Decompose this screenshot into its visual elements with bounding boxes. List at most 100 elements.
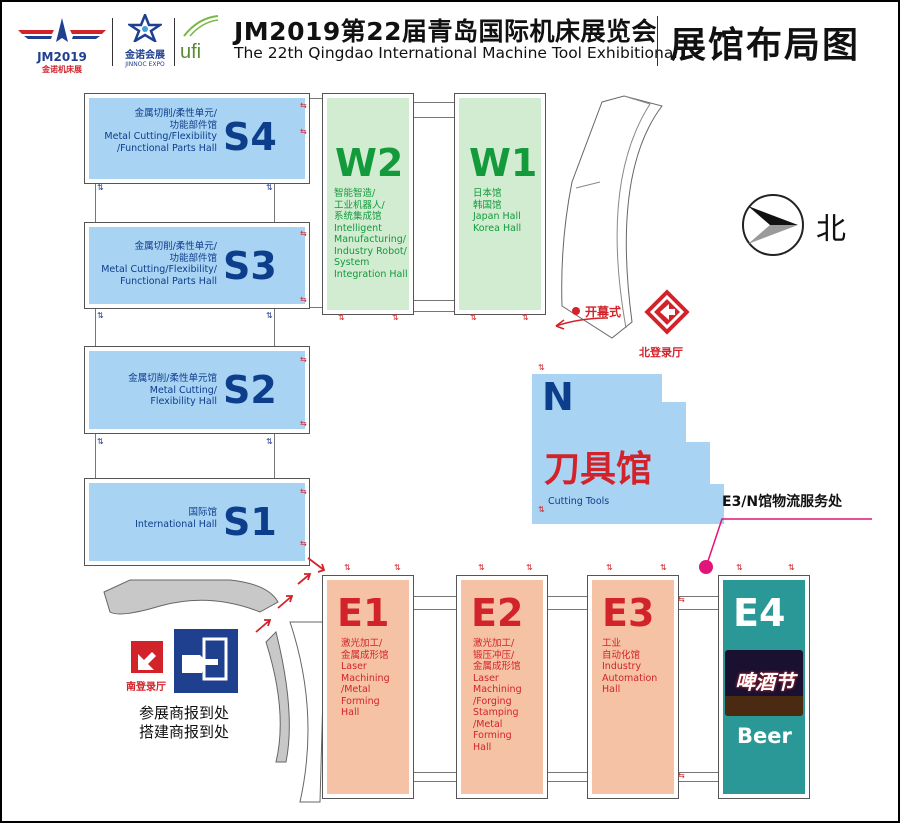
- door-marker-icon: ⇅: [97, 437, 104, 446]
- banner-crowd: [725, 696, 803, 716]
- hall-e1-desc-line: Forming: [341, 695, 380, 707]
- hall-w2-desc-line: 智能智造/: [334, 188, 376, 199]
- hall-e1-area: [327, 580, 409, 794]
- opening-arrow-icon: [555, 317, 609, 330]
- checkin-label: 参展商报到处 搭建商报到处: [139, 704, 229, 742]
- jm-wing-icon: [18, 18, 106, 42]
- hall-e2-desc-line: 激光加工/: [473, 638, 515, 649]
- door-marker-icon: ⇅: [522, 313, 529, 322]
- hall-e2-desc: 激光加工/ 锻压冲压/ 金属成形馆 Laser Machining /Forgi…: [473, 638, 522, 753]
- hall-w2-desc-line: Industry Robot/: [334, 245, 407, 257]
- door-marker-icon: ⇅: [736, 563, 743, 572]
- hall-e2-desc-line: 金属成形馆: [473, 661, 521, 672]
- hall-s3-desc-line: 功能部件馆: [169, 252, 217, 264]
- jm-logo-text: JM2019: [37, 50, 87, 64]
- corridor: [675, 596, 719, 610]
- door-marker-icon: ⇅: [97, 183, 104, 192]
- hall-s4-area: [89, 98, 305, 179]
- hall-s2-desc-line: Flexibility Hall: [150, 396, 217, 407]
- door-marker-icon: ⇆: [300, 229, 307, 238]
- hall-e2-desc-line: /Metal: [473, 718, 503, 730]
- ufi-logo: ufi: [180, 14, 224, 70]
- hall-s1-area: [89, 483, 305, 561]
- hall-n[interactable]: N 刀具馆 Cutting Tools: [528, 370, 728, 528]
- hall-e1-desc-line: Hall: [341, 707, 360, 718]
- curved-building-north: [561, 95, 663, 339]
- hall-e1[interactable]: E1 激光加工/ 金属成形馆 Laser Machining /Metal Fo…: [322, 575, 414, 799]
- hall-e2-desc-line: Forming: [473, 730, 512, 741]
- hall-s4[interactable]: 金属切削/柔性单元/ 功能部件馆 Metal Cutting/Flexibili…: [84, 93, 310, 184]
- north-lobby-entrance-icon: [644, 289, 690, 335]
- beer-festival-banner: 啤酒节: [725, 650, 803, 716]
- door-marker-icon: ⇅: [266, 437, 273, 446]
- hall-e2-desc-line: Machining: [473, 684, 522, 695]
- jm-logo-subtext: 金诺机床展: [42, 65, 82, 74]
- hall-s1-desc-line: 国际馆: [188, 507, 217, 518]
- hall-s2[interactable]: 金属切削/柔性单元馆 Metal Cutting/ Flexibility Ha…: [84, 346, 310, 434]
- door-marker-icon: ⇅: [266, 311, 273, 320]
- door-marker-icon: ⇅: [344, 563, 351, 572]
- hall-w2-desc-line: 工业机器人/: [334, 199, 385, 211]
- corridor: [675, 772, 719, 782]
- hall-s1-code: S1: [223, 500, 277, 544]
- corridor: [543, 596, 587, 610]
- south-lobby-label: 南登录厅: [126, 682, 166, 693]
- door-marker-icon: ⇆: [678, 595, 685, 604]
- hall-e2-desc-line: /Forging: [473, 695, 512, 707]
- door-marker-icon: ⇆: [300, 101, 307, 110]
- hall-w1-area: [459, 98, 541, 310]
- exhibition-title-cn: JM2019第22届青岛国际机床展览会: [234, 17, 658, 46]
- hall-e4[interactable]: E4 啤酒节 Beer: [718, 575, 810, 799]
- corridor: [410, 300, 456, 312]
- ufi-logo-text: ufi: [180, 41, 202, 63]
- hall-n-name-en: Cutting Tools: [548, 496, 610, 507]
- door-marker-icon: ⇆: [300, 419, 307, 428]
- hall-s2-desc-line: 金属切削/柔性单元馆: [128, 373, 217, 384]
- hall-e2[interactable]: E2 激光加工/ 锻压冲压/ 金属成形馆 Laser Machining /Fo…: [456, 575, 548, 799]
- logistics-pointer-icon: [699, 518, 872, 574]
- corridor: [410, 772, 458, 782]
- checkin-label-builder: 搭建商报到处: [139, 723, 230, 741]
- hall-e2-code: E2: [471, 591, 524, 635]
- door-marker-icon: ⇅: [526, 563, 533, 572]
- door-marker-icon: ⇅: [470, 313, 477, 322]
- hall-e3-desc: 工业 自动化馆 Industry Automation Hall: [602, 638, 657, 696]
- checkin-icon: [174, 629, 238, 693]
- hall-w1-desc-line: 韩国馆: [473, 199, 502, 211]
- hall-w2[interactable]: W2 智能智造/ 工业机器人/ 系统集成馆 Intelligent Manufa…: [322, 93, 414, 315]
- hall-e2-desc-line: 锻压冲压/: [473, 649, 515, 661]
- hall-s3[interactable]: 金属切削/柔性单元/ 功能部件馆 Metal Cutting/Flexibili…: [84, 222, 310, 309]
- exhibition-title-en: The 22th Qingdao International Machine T…: [234, 44, 678, 62]
- hall-e4-code: E4: [733, 591, 786, 635]
- hall-e3[interactable]: E3 工业 自动化馆 Industry Automation Hall: [587, 575, 679, 799]
- hall-e1-desc-line: 激光加工/: [341, 638, 383, 649]
- ufi-swoosh-icon: [183, 15, 219, 37]
- hall-w2-area: [327, 98, 409, 310]
- hall-w2-desc-line: System: [334, 257, 370, 268]
- hall-w2-desc-line: Integration Hall: [334, 268, 408, 280]
- hall-e1-desc-line: /Metal: [341, 684, 371, 695]
- door-marker-icon: ⇅: [538, 505, 545, 514]
- hall-w2-desc-line: Manufacturing/: [334, 234, 406, 245]
- corridor: [308, 98, 324, 308]
- corridor: [95, 180, 275, 224]
- opening-ceremony-label: 开幕式: [585, 305, 622, 319]
- hall-e2-area: [461, 580, 543, 794]
- door-marker-icon: ⇅: [338, 313, 345, 322]
- hall-s3-desc: 金属切削/柔性单元/ 功能部件馆 Metal Cutting/Flexibili…: [95, 241, 217, 287]
- opening-dot-icon: [572, 307, 580, 315]
- hall-s3-area: [89, 227, 305, 304]
- curved-building-south: [103, 579, 326, 803]
- corridor: [95, 430, 275, 480]
- hall-w1[interactable]: W1 日本馆 韩国馆 Japan Hall Korea Hall: [454, 93, 546, 315]
- door-marker-icon: ⇆: [300, 539, 307, 548]
- hall-s3-desc-line: Metal Cutting/Flexibility/: [101, 264, 217, 275]
- hall-s1-desc: 国际馆 International Hall: [95, 507, 217, 530]
- hall-e1-desc-line: Machining: [341, 672, 390, 684]
- hall-s1[interactable]: 国际馆 International Hall S1: [84, 478, 310, 566]
- door-marker-icon: ⇅: [788, 563, 795, 572]
- hall-w1-desc-line: 日本馆: [473, 188, 502, 199]
- hall-e3-code: E3: [602, 591, 655, 635]
- hall-s3-code: S3: [223, 244, 277, 288]
